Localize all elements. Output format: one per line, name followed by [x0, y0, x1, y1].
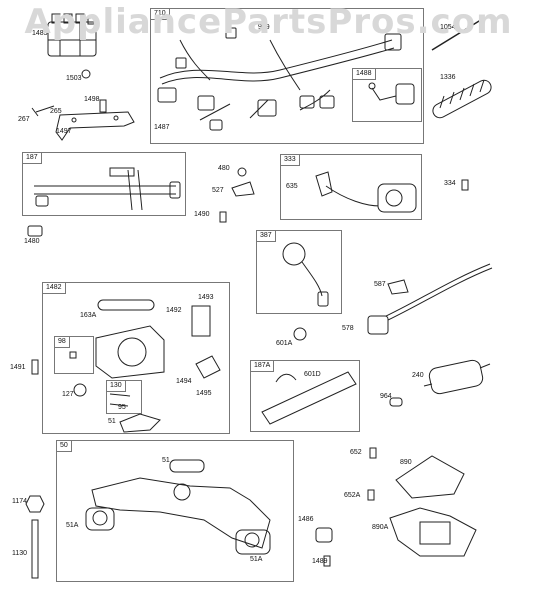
group-box-333: 333 — [280, 154, 422, 220]
callout-480[interactable]: 480 — [218, 165, 230, 172]
group-label-710: 710 — [151, 9, 170, 20]
part-1174-1130-drawing — [26, 496, 44, 578]
group-label-98: 98 — [55, 337, 70, 348]
part-1491-screw-drawing — [32, 360, 38, 374]
callout-127[interactable]: 127 — [62, 391, 74, 398]
callout-1497[interactable]: 1497 — [56, 128, 72, 135]
group-label-387: 387 — [257, 231, 276, 242]
part-601A-clamp-drawing — [294, 328, 306, 340]
callout-1054[interactable]: 1054 — [440, 24, 456, 31]
callout-527[interactable]: 527 — [212, 187, 224, 194]
group-box-98: 98 — [54, 336, 94, 374]
part-1482-throttle-assembly-drawing — [70, 300, 220, 432]
callout-890[interactable]: 890 — [400, 459, 412, 466]
callout-51A-right[interactable]: 51A — [250, 556, 263, 563]
callout-890A[interactable]: 890A — [372, 524, 389, 531]
part-1480-sensor-drawing — [28, 180, 468, 236]
group-box-187: 187 — [22, 152, 186, 216]
callout-1336[interactable]: 1336 — [440, 74, 456, 81]
callout-1490[interactable]: 1490 — [194, 211, 210, 218]
callout-652A[interactable]: 652A — [344, 492, 361, 499]
part-387-solenoid-drawing — [283, 243, 328, 306]
callout-1503[interactable]: 1503 — [66, 75, 82, 82]
callout-51-manifold[interactable]: 51 — [162, 457, 170, 464]
part-1486-sensor-drawing — [316, 528, 332, 566]
callout-267[interactable]: 267 — [18, 116, 30, 123]
callout-587[interactable]: 587 — [374, 281, 386, 288]
callout-95[interactable]: 95 — [118, 404, 126, 411]
callout-51A-left[interactable]: 51A — [66, 522, 79, 529]
callout-1495[interactable]: 1495 — [196, 390, 212, 397]
group-box-387: 387 — [256, 230, 342, 314]
group-label-1488: 1488 — [353, 69, 376, 80]
callout-929[interactable]: 929 — [258, 24, 270, 31]
group-label-187: 187 — [23, 153, 42, 164]
callout-1492[interactable]: 1492 — [166, 307, 182, 314]
callout-51-throttle[interactable]: 51 — [108, 418, 116, 425]
group-label-50: 50 — [57, 441, 72, 452]
part-1487-harness-drawing — [158, 28, 401, 130]
part-187A-hose-drawing — [262, 372, 356, 424]
callout-1494[interactable]: 1494 — [176, 378, 192, 385]
callout-1487[interactable]: 1487 — [154, 124, 170, 131]
callout-1491[interactable]: 1491 — [10, 364, 26, 371]
callout-1493[interactable]: 1493 — [198, 294, 214, 301]
callout-163A[interactable]: 163A — [80, 312, 97, 319]
callout-601D[interactable]: 601D — [304, 371, 321, 378]
group-label-130: 130 — [107, 381, 126, 392]
part-1485-drawing — [48, 14, 96, 78]
part-1488-connector-drawing — [369, 83, 414, 104]
group-box-50: 50 — [56, 440, 294, 582]
callout-1480[interactable]: 1480 — [24, 238, 40, 245]
group-label-1482: 1482 — [43, 283, 66, 294]
group-label-187A: 187A — [251, 361, 275, 372]
part-240-fuel-filter-drawing — [390, 359, 490, 406]
part-527-clip-drawing — [220, 168, 254, 222]
callout-1485[interactable]: 1485 — [32, 30, 48, 37]
part-50-intake-manifold-drawing — [86, 460, 270, 554]
callout-578[interactable]: 578 — [342, 325, 354, 332]
callout-964[interactable]: 964 — [380, 393, 392, 400]
callout-1489[interactable]: 1489 — [312, 558, 328, 565]
part-1054-1336-drawing — [430, 18, 493, 120]
callout-1486[interactable]: 1486 — [298, 516, 314, 523]
group-box-710: 710 — [150, 8, 424, 144]
callout-652[interactable]: 652 — [350, 449, 362, 456]
group-box-130: 130 — [106, 380, 142, 414]
callout-1130[interactable]: 1130 — [12, 550, 28, 557]
callout-1498[interactable]: 1498 — [84, 96, 100, 103]
part-187-fuel-rail-drawing — [34, 168, 180, 210]
group-box-1482: 1482 — [42, 282, 230, 434]
group-label-333: 333 — [281, 155, 300, 166]
part-578-cable-drawing — [368, 264, 492, 334]
part-333-throttle-body-drawing — [316, 172, 416, 212]
callout-334[interactable]: 334 — [444, 180, 456, 187]
callout-601A[interactable]: 601A — [276, 340, 293, 347]
callout-265[interactable]: 265 — [50, 108, 62, 115]
part-890-bracket-drawing — [368, 448, 476, 556]
part-1497-bracket-drawing — [32, 100, 134, 140]
callout-635[interactable]: 635 — [286, 183, 298, 190]
group-box-187A: 187A — [250, 360, 360, 432]
group-box-1488: 1488 — [352, 68, 422, 122]
callout-1174[interactable]: 1174 — [12, 498, 28, 505]
callout-240[interactable]: 240 — [412, 372, 424, 379]
